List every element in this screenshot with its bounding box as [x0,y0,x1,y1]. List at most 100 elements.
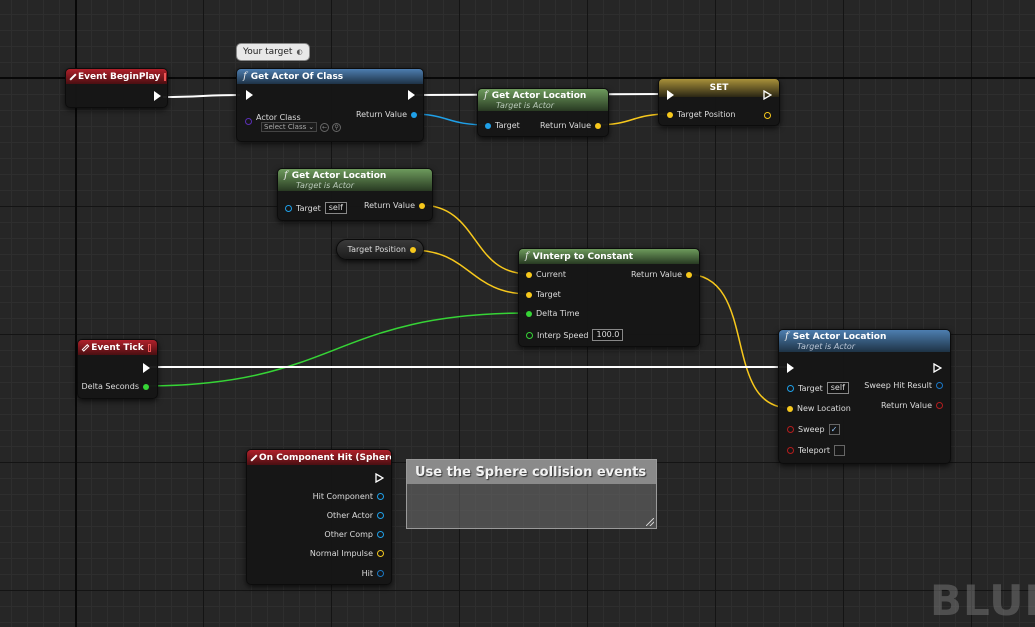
vector-output-pin[interactable] [764,112,771,119]
target-pin[interactable]: Target [526,290,561,299]
comment-box[interactable]: Use the Sphere collision events [406,459,657,529]
vector-pin-icon[interactable] [667,112,673,118]
vector-pin-icon[interactable] [419,203,425,209]
select-class-dropdown[interactable]: Select Class ⌄ [261,122,317,132]
bool-pin-icon[interactable] [787,447,794,454]
class-picker[interactable]: Select Class ⌄ ← ⚲ [261,122,341,132]
node-get-actor-location-1[interactable]: f Get Actor Location Target is Actor Tar… [477,88,609,137]
tooltip-toggle-icon[interactable]: ◐ [296,48,302,56]
node-event-beginplay[interactable]: Event BeginPlay [65,68,168,108]
float-pin-icon[interactable] [143,384,149,390]
current-pin[interactable]: Current [526,270,566,279]
object-pin-icon[interactable] [377,512,384,519]
new-location-pin[interactable]: New Location [787,404,851,413]
struct-pin-icon[interactable] [936,382,943,389]
node-header[interactable]: On Component Hit (Sphere) [247,450,391,465]
node-header[interactable]: f Get Actor Location Target is Actor [478,89,608,111]
delta-time-pin[interactable]: Delta Time [526,309,579,318]
node-title: SET [710,83,729,93]
vector-pin-icon[interactable] [410,247,416,253]
node-vinterp-to-constant[interactable]: f VInterp to Constant Current Target Del… [518,248,700,347]
pin-label: Sweep Hit Result [864,381,932,390]
sweep-checkbox[interactable]: ✓ [829,424,840,435]
vector-pin-icon[interactable] [526,272,532,278]
bool-pin-icon[interactable] [787,426,794,433]
other-comp-pin[interactable]: Other Comp [324,530,384,539]
return-value-pin[interactable]: Return Value [631,270,692,279]
node-title: Event Tick [91,343,144,353]
exec-out-pin[interactable] [154,91,161,101]
exec-out-pin[interactable] [375,473,384,483]
object-pin-icon[interactable] [377,531,384,538]
bool-pin-icon[interactable] [936,402,943,409]
node-target-position-getter[interactable]: Target Position [336,239,424,260]
return-value-pin[interactable]: Return Value [881,401,943,410]
target-pin[interactable]: Target self [787,382,849,394]
target-self-field[interactable]: self [325,202,347,214]
exec-out-pin[interactable] [143,363,150,373]
vector-pin-icon[interactable] [787,406,793,412]
pin-label: Delta Time [536,309,579,318]
node-on-component-hit[interactable]: On Component Hit (Sphere) Hit Component … [246,449,392,585]
object-pin-icon[interactable] [411,112,417,118]
delegate-pin-icon[interactable] [164,73,166,81]
vector-pin-icon[interactable] [526,292,532,298]
exec-in-pin[interactable] [667,90,674,100]
exec-out-pin[interactable] [763,90,772,100]
target-pin[interactable]: Target [485,121,520,130]
float-pin-icon[interactable] [526,311,532,317]
node-header[interactable]: Event Tick [78,340,157,355]
hit-pin[interactable]: Hit [362,569,384,578]
other-actor-pin[interactable]: Other Actor [327,511,384,520]
struct-pin-icon[interactable] [377,570,384,577]
node-header[interactable]: f Get Actor Of Class [237,69,423,84]
delta-seconds-pin[interactable]: Delta Seconds [82,382,150,391]
return-value-pin[interactable]: Return Value [356,110,417,119]
function-icon: f [785,331,789,342]
exec-in-pin[interactable] [787,363,794,373]
interp-speed-field[interactable]: 100.0 [592,329,623,341]
browse-search-icon[interactable]: ⚲ [332,123,341,132]
hit-component-pin[interactable]: Hit Component [313,492,384,501]
object-pin-icon[interactable] [377,493,384,500]
node-header[interactable]: f Set Actor Location Target is Actor [779,330,950,352]
object-pin-icon[interactable] [285,205,292,212]
interp-speed-pin[interactable]: Interp Speed 100.0 [526,329,623,341]
class-pin-icon[interactable] [245,118,252,125]
node-header[interactable]: f Get Actor Location Target is Actor [278,169,432,191]
node-set-actor-location[interactable]: f Set Actor Location Target is Actor Tar… [778,329,951,464]
object-pin-icon[interactable] [485,123,491,129]
target-position-pin[interactable]: Target Position [667,110,735,119]
comment-title[interactable]: Use the Sphere collision events [407,460,656,484]
normal-impulse-pin[interactable]: Normal Impulse [310,549,384,558]
dropdown-value: Select Class [264,123,306,131]
node-header[interactable]: f VInterp to Constant [519,249,699,264]
function-icon: f [525,251,529,262]
target-self-field[interactable]: self [827,382,849,394]
exec-out-pin[interactable] [933,363,942,373]
target-pin[interactable]: Target self [285,202,347,214]
node-header[interactable]: SET [659,79,779,97]
sweep-hit-result-pin[interactable]: Sweep Hit Result [864,381,943,390]
node-get-actor-location-2[interactable]: f Get Actor Location Target is Actor Tar… [277,168,433,221]
use-selected-icon[interactable]: ← [320,123,329,132]
node-set-target-position[interactable]: SET Target Position [658,78,780,126]
teleport-pin[interactable]: Teleport [787,445,845,456]
sweep-pin[interactable]: Sweep ✓ [787,424,840,435]
exec-in-pin[interactable] [246,90,253,100]
node-event-tick[interactable]: Event Tick Delta Seconds [77,339,158,399]
vector-pin-icon[interactable] [686,272,692,278]
vector-pin-icon[interactable] [595,123,601,129]
node-get-actor-of-class[interactable]: f Get Actor Of Class Actor Class Select … [236,68,424,142]
node-header[interactable]: Event BeginPlay [66,69,167,84]
delegate-pin-icon[interactable] [148,344,151,352]
float-pin-icon[interactable] [526,332,533,339]
exec-out-pin[interactable] [408,90,415,100]
object-pin-icon[interactable] [787,385,794,392]
return-value-pin[interactable]: Return Value [540,121,601,130]
teleport-checkbox[interactable] [834,445,845,456]
node-subtitle: Target is Actor [484,101,554,110]
resize-grip-icon[interactable] [646,518,654,526]
return-value-pin[interactable]: Return Value [364,201,425,210]
vector-pin-icon[interactable] [377,550,384,557]
